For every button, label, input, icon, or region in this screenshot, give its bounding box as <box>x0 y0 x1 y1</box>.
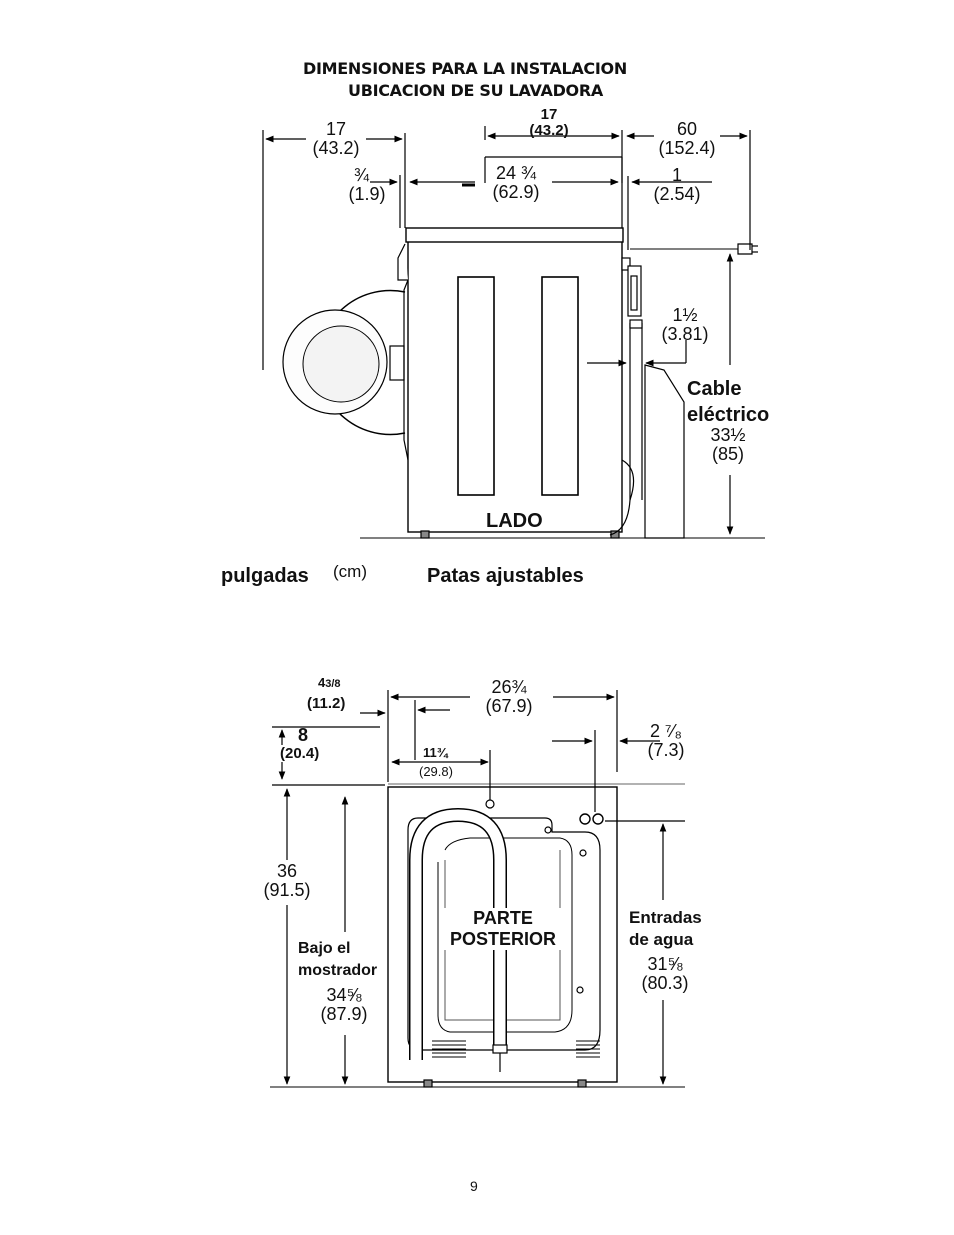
cable-dimension: 33½(85) <box>710 425 746 464</box>
vent-right <box>576 1040 600 1058</box>
water-inlet-cold-icon <box>592 813 604 825</box>
lid-clearance-inches: 8 <box>298 725 309 745</box>
rear-bracket <box>621 257 631 271</box>
drain-offset-cm: (29.8) <box>419 764 453 779</box>
side-top <box>405 227 624 243</box>
side-view-dimensions <box>262 126 751 535</box>
height-dimension: 36(91.5) <box>263 861 311 900</box>
standpipe <box>609 323 631 536</box>
rear-foot-right <box>577 1079 587 1088</box>
width-dimension: 26¾(67.9) <box>485 677 533 716</box>
water-inlets-dimension: 31⅝(80.3) <box>641 954 689 993</box>
side-view-label: LADO <box>486 510 543 532</box>
rear-foot-left <box>423 1079 433 1088</box>
wall-section <box>644 364 685 539</box>
side-foot-front <box>420 530 430 539</box>
title-line-2: UBICACION DE SU LAVADORA <box>348 81 603 100</box>
water-inlet-hot-icon <box>579 813 591 825</box>
side-window-right <box>541 276 579 496</box>
drain-offset-inches: 11¾ <box>423 745 448 760</box>
door-latch <box>389 345 405 381</box>
adjustable-feet-label: Patas ajustables <box>427 565 584 587</box>
under-counter-dimension: 34⅝(87.9) <box>320 985 368 1024</box>
drain-port-icon <box>485 799 495 809</box>
page-number: 9 <box>470 1178 478 1194</box>
hose-gap-dimension: 1½(3.81) <box>661 305 709 344</box>
rear-view-dimensions <box>272 690 685 1085</box>
body-depth-dimension: 24 ¾(62.9) <box>492 163 540 202</box>
cord-length-dimension: 60(152.4) <box>658 119 716 158</box>
title-line-1: DIMENSIONES PARA LA INSTALACION <box>303 59 627 78</box>
door-depth-dimension: 17(43.2) <box>312 119 360 158</box>
vent-left <box>432 1040 466 1058</box>
left-offset-inches: 43/8 <box>318 675 341 690</box>
inlet-offset-dimension: 2 ⁷⁄₈(7.3) <box>647 721 685 760</box>
lid-clearance-cm: (20.4) <box>280 745 320 762</box>
side-window-left <box>457 276 495 496</box>
side-cabinet <box>407 239 623 533</box>
plug-icon <box>737 243 753 255</box>
door-glass <box>302 325 380 403</box>
units-label: pulgadas <box>221 565 309 587</box>
units-cm-label: (cm) <box>333 562 367 581</box>
control-panel <box>397 243 408 281</box>
side-view-drawing <box>282 227 765 539</box>
left-offset-cm: (11.2) <box>307 695 346 712</box>
front-gap-dimension: ¾(1.9) <box>348 165 386 204</box>
rear-gap-dimension: 1(2.54) <box>653 165 701 204</box>
top-depth-dimension: 17(43.2) <box>529 106 569 139</box>
